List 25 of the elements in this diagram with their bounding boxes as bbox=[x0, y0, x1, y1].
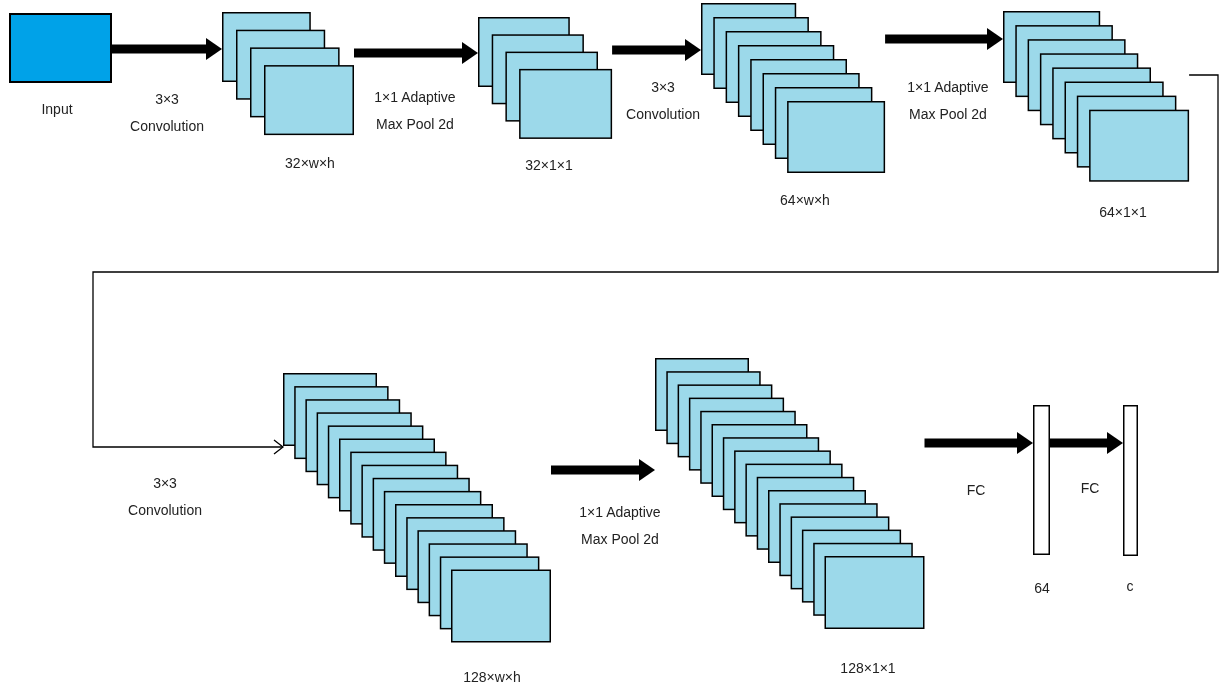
arrow bbox=[612, 39, 701, 61]
edge-label: FC bbox=[1079, 479, 1101, 498]
node-label: 128×w×h bbox=[463, 668, 521, 686]
node-label: Input bbox=[41, 100, 73, 118]
node-label: 64×w×h bbox=[780, 191, 830, 209]
node-label: 64×1×1 bbox=[1099, 203, 1147, 221]
edge-label: FC bbox=[965, 481, 987, 500]
arrow bbox=[92, 74, 1219, 455]
node-label: 128×1×1 bbox=[840, 659, 896, 677]
edge-label: 3×3 Convolution bbox=[625, 78, 701, 124]
node-label: 32×w×h bbox=[285, 154, 335, 172]
arrow bbox=[551, 459, 655, 481]
edge-label: 1×1 Adaptive Max Pool 2d bbox=[578, 503, 662, 549]
arrow bbox=[112, 38, 222, 60]
node-label: 32×1×1 bbox=[525, 156, 573, 174]
arrow bbox=[924, 432, 1033, 454]
node-label: c bbox=[1126, 577, 1134, 595]
edge-label: 3×3 Convolution bbox=[127, 474, 203, 520]
node-label: 64 bbox=[1034, 579, 1050, 597]
arrow bbox=[885, 28, 1003, 50]
arrow bbox=[1050, 432, 1123, 454]
arrow bbox=[354, 42, 478, 64]
edge-label: 3×3 Convolution bbox=[129, 90, 205, 136]
edge-label: 1×1 Adaptive Max Pool 2d bbox=[906, 78, 990, 124]
edge-label: 1×1 Adaptive Max Pool 2d bbox=[373, 88, 457, 134]
